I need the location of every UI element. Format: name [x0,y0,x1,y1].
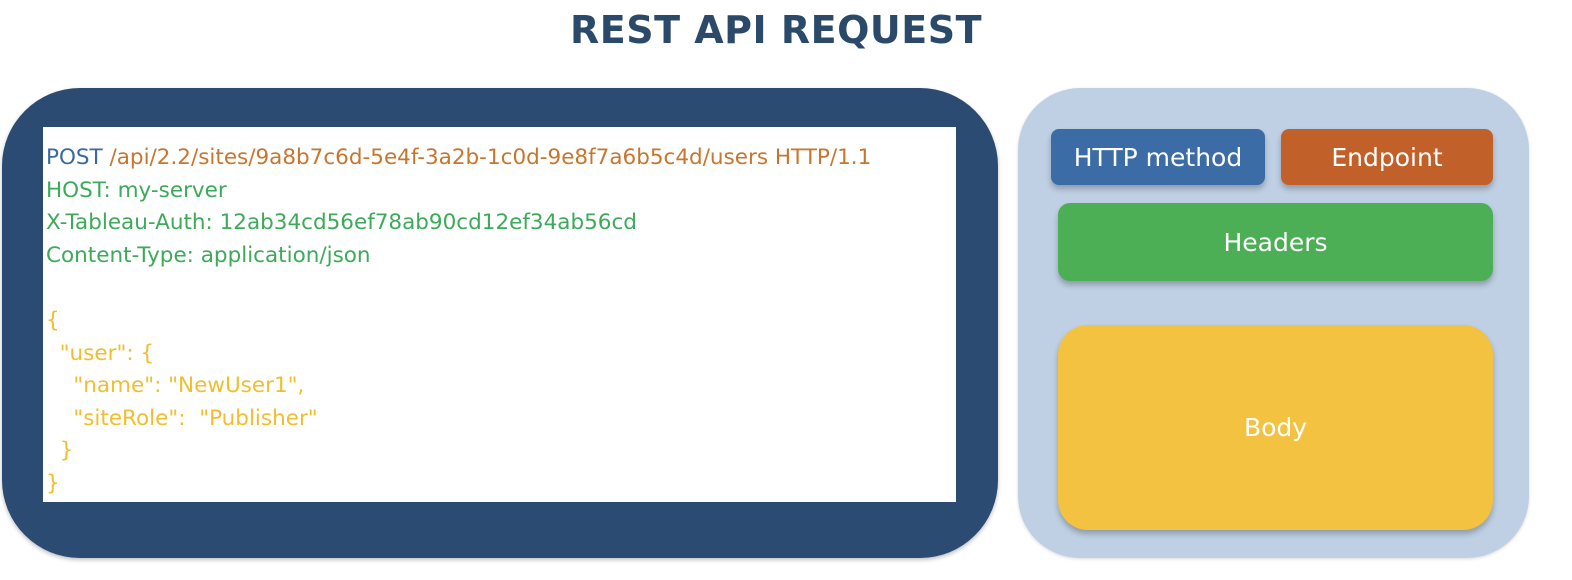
request-code-box: POST /api/2.2/sites/9a8b7c6d-5e4f-3a2b-1… [43,127,956,502]
body-line: { [46,307,60,333]
body-line: } [46,470,60,496]
legend-http-method-label: HTTP method [1073,142,1243,172]
legend-body: Body [1058,325,1493,530]
header-line: HOST: my-server [46,177,227,203]
legend-body-label: Body [1243,413,1308,442]
request-line: POST /api/2.2/sites/9a8b7c6d-5e4f-3a2b-1… [43,142,956,175]
legend-http-method: HTTP method [1051,129,1265,185]
header-line: Content-Type: application/json [46,242,371,268]
endpoint-text: /api/2.2/sites/9a8b7c6d-5e4f-3a2b-1c0d-9… [102,145,872,170]
body-line: } [46,438,74,464]
header-line: X-Tableau-Auth: 12ab34cd56ef78ab90cd12ef… [46,210,637,236]
body-line: "name": "NewUser1", [46,373,305,399]
diagram-title: REST API REQUEST [570,8,982,52]
http-method-text: POST [46,145,103,170]
legend-endpoint: Endpoint [1281,129,1493,185]
body-line: "user": { [46,340,155,366]
body-line: "siteRole": "Publisher" [46,405,318,431]
legend-headers-label: Headers [1223,227,1328,257]
blank-line [43,272,956,305]
legend-headers: Headers [1058,203,1493,281]
legend-endpoint-label: Endpoint [1331,142,1443,172]
